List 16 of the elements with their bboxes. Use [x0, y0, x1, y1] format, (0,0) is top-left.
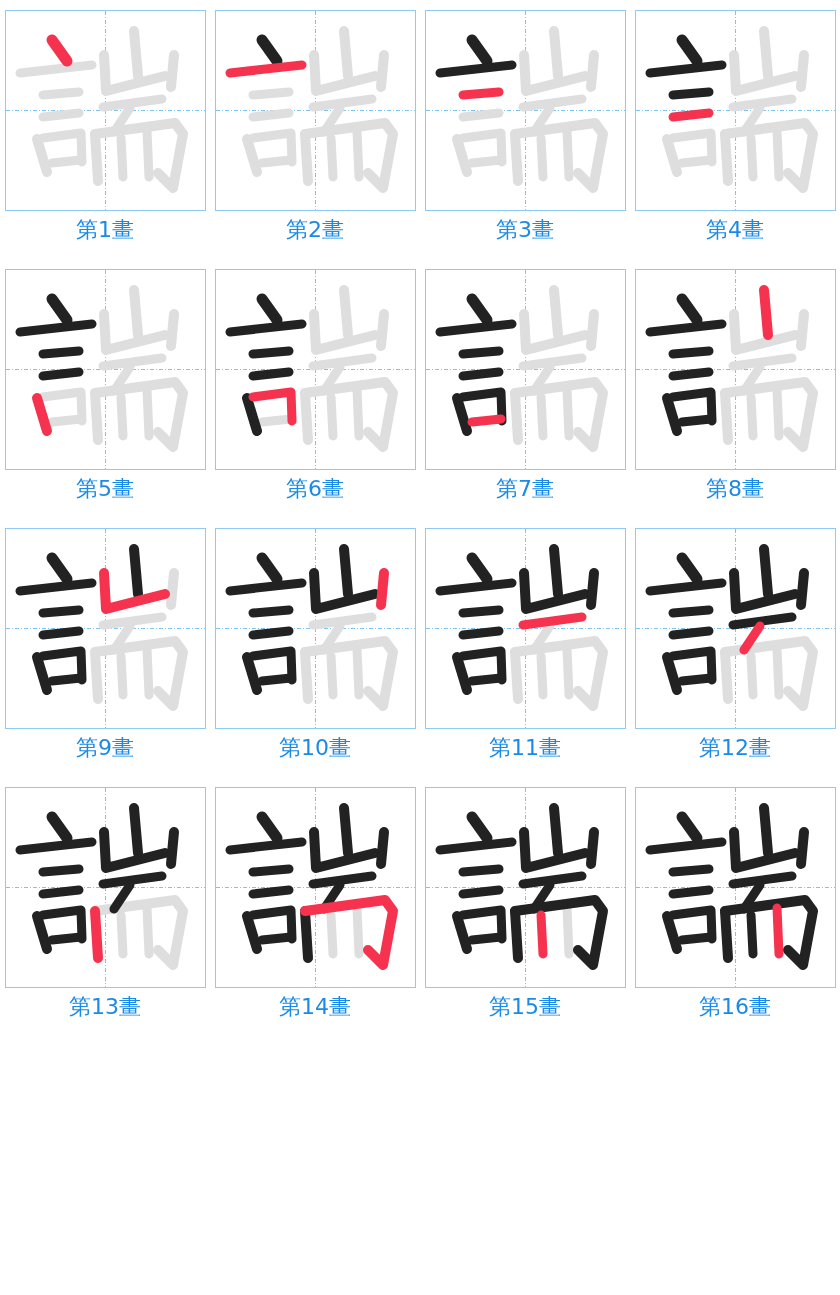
stroke-number-caption: 第14畫 [279, 994, 351, 1020]
stroke-number-caption: 第3畫 [496, 217, 554, 243]
stroke-number-caption: 第5畫 [76, 476, 134, 502]
stroke-number-caption: 第12畫 [699, 735, 771, 761]
stroke-number-caption: 第15畫 [489, 994, 561, 1020]
stroke-number-caption: 第16畫 [699, 994, 771, 1020]
stroke-number-caption: 第13畫 [69, 994, 141, 1020]
stroke-number-caption: 第7畫 [496, 476, 554, 502]
stroke-number-caption: 第2畫 [286, 217, 344, 243]
stroke-number-caption: 第6畫 [286, 476, 344, 502]
stroke-number-caption: 第11畫 [489, 735, 561, 761]
stroke-number-caption: 第10畫 [279, 735, 351, 761]
stroke-number-caption: 第1畫 [76, 217, 134, 243]
stroke-number-caption: 第4畫 [706, 217, 764, 243]
stroke-number-caption: 第9畫 [76, 735, 134, 761]
stroke-number-caption: 第8畫 [706, 476, 764, 502]
